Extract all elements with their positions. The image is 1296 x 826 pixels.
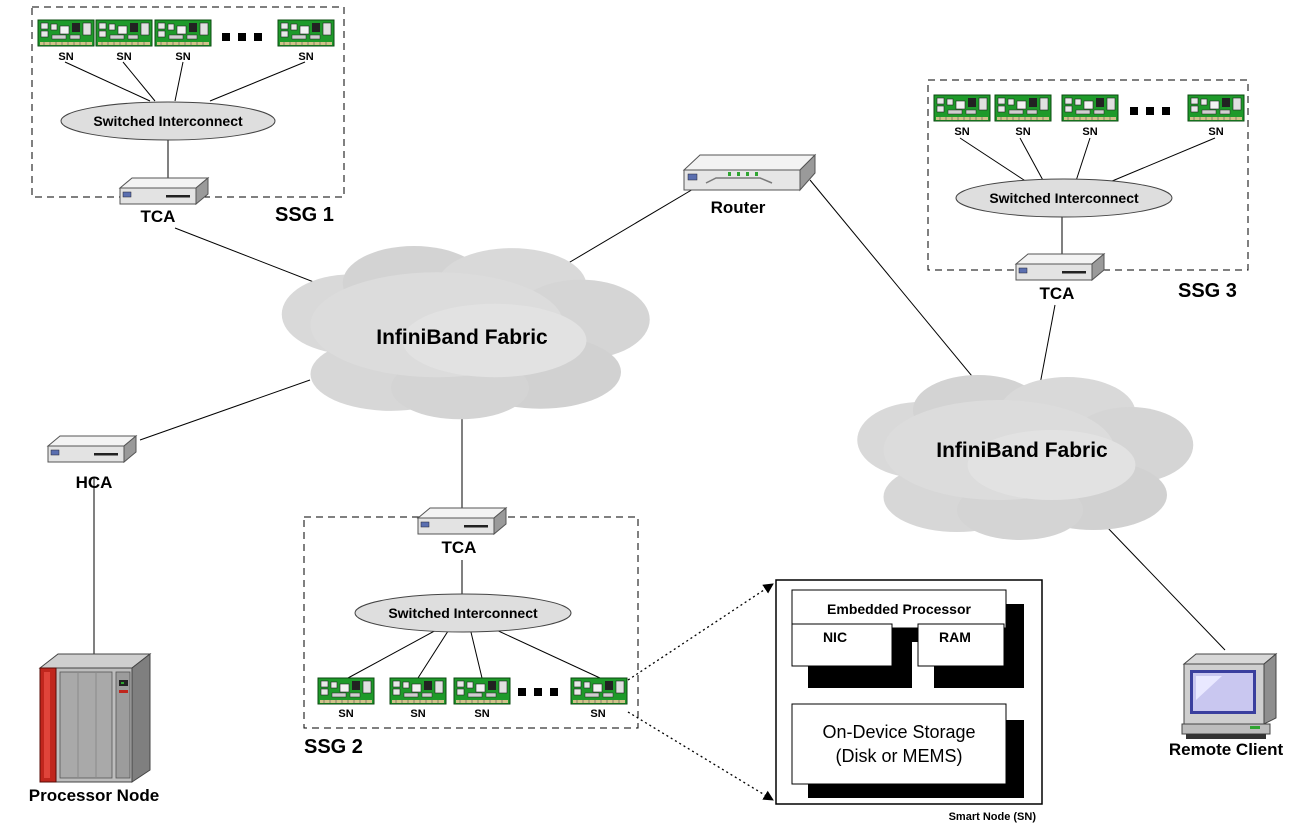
ssg1-storage-node-4 xyxy=(277,19,335,47)
tca3-label: TCA xyxy=(1040,284,1075,303)
ssg3-storage-node-1 xyxy=(933,94,991,122)
cloud-left-label: InfiniBand Fabric xyxy=(376,326,548,349)
ssg3-sn-label-2: SN xyxy=(1015,126,1030,138)
ssg3-group: SN SN SN SN Switched Interconnect TCA SS… xyxy=(927,79,1249,303)
ssg2-interconnect-label: Switched Interconnect xyxy=(388,605,538,621)
cloud-right-label: InfiniBand Fabric xyxy=(936,439,1108,462)
ssg3-storage-node-3 xyxy=(1061,94,1119,122)
ssg3-ellipsis xyxy=(1130,107,1170,115)
processor-node: Processor Node xyxy=(29,652,159,805)
ssg3-storage-node-2 xyxy=(994,94,1052,122)
router-label: Router xyxy=(711,198,766,217)
ssg1-switched-interconnect xyxy=(60,101,276,141)
remote-client: Remote Client xyxy=(1169,652,1284,759)
remote-client-label: Remote Client xyxy=(1169,740,1284,759)
storage-box xyxy=(791,703,1007,785)
ssg2-title: SSG 2 xyxy=(304,736,363,758)
embedded-processor-label: Embedded Processor xyxy=(827,601,971,617)
tca2-label: TCA xyxy=(442,538,477,557)
computer-icon xyxy=(1181,652,1278,739)
detail-arrow-lower xyxy=(627,711,774,801)
ssg3-title: SSG 3 xyxy=(1178,280,1237,302)
ssg1-storage-node-2 xyxy=(95,19,153,47)
ssg1-sn-label-4: SN xyxy=(298,51,313,63)
ssg1-border xyxy=(31,6,345,198)
nic-label: NIC xyxy=(823,629,847,645)
ssg1-title: SSG 1 xyxy=(275,204,334,226)
storage-label-line2: (Disk or MEMS) xyxy=(836,746,963,766)
ssg1-storage-node-3 xyxy=(154,19,212,47)
smart-node-detail: Embedded Processor NIC RAM On-Device Sto… xyxy=(775,579,1043,823)
ssg1-sn-label-3: SN xyxy=(175,51,190,63)
infiniband-fabric-cloud-left: InfiniBand Fabric xyxy=(281,246,650,420)
ram-box xyxy=(917,623,1005,667)
ssg3-border xyxy=(927,79,1249,271)
tca2-icon xyxy=(417,507,507,535)
ssg2-switched-interconnect xyxy=(354,593,572,633)
ssg3-sn-label-4: SN xyxy=(1208,126,1223,138)
ssg3-interconnect-label: Switched Interconnect xyxy=(989,190,1139,206)
ssg2-sn-label-4: SN xyxy=(590,708,605,720)
ssg1-interconnect-label: Switched Interconnect xyxy=(93,113,243,129)
hca-icon xyxy=(47,435,137,463)
ssg1-ellipsis xyxy=(222,33,262,41)
tca1-label: TCA xyxy=(141,207,176,226)
embedded-processor-box xyxy=(791,589,1007,629)
processor-node-label: Processor Node xyxy=(29,786,159,805)
ssg3-sn-label-1: SN xyxy=(954,126,969,138)
ssg2-sn-label-2: SN xyxy=(410,708,425,720)
nic-box xyxy=(791,623,893,667)
ssg3-storage-node-4 xyxy=(1187,94,1245,122)
server-icon xyxy=(38,652,152,783)
ssg2-border xyxy=(303,516,639,729)
detail-arrows xyxy=(627,583,774,801)
ssg2-storage-node-4 xyxy=(570,677,628,705)
connection-lines xyxy=(64,61,1226,679)
router: Router xyxy=(682,153,817,217)
ram-label: RAM xyxy=(939,629,971,645)
ssg2-sn-label-3: SN xyxy=(474,708,489,720)
ssg1-sn-label-2: SN xyxy=(116,51,131,63)
ssg2-group: TCA Switched Interconnect SN SN SN SN SS… xyxy=(303,507,639,758)
ssg1-sn-label-1: SN xyxy=(58,51,73,63)
hca: HCA xyxy=(47,435,137,492)
router-icon xyxy=(682,153,817,192)
ssg3-sn-label-3: SN xyxy=(1082,126,1097,138)
ssg2-sn-label-1: SN xyxy=(338,708,353,720)
smart-node-caption: Smart Node (SN) xyxy=(949,811,1037,823)
ssg2-storage-node-3 xyxy=(453,677,511,705)
tca3-icon xyxy=(1015,253,1105,281)
tca1-icon xyxy=(119,177,209,205)
ssg1-group: SN SN SN SN Switched Interconnect TCA SS… xyxy=(31,6,345,226)
ssg2-storage-node-1 xyxy=(317,677,375,705)
ssg2-storage-node-2 xyxy=(389,677,447,705)
hca-label: HCA xyxy=(76,473,113,492)
infiniband-fabric-cloud-right: InfiniBand Fabric xyxy=(857,375,1194,540)
ssg2-ellipsis xyxy=(518,688,558,696)
detail-arrow-upper xyxy=(627,583,774,681)
storage-label-line1: On-Device Storage xyxy=(822,722,975,742)
ssg1-storage-node-1 xyxy=(37,19,95,47)
ssg3-switched-interconnect xyxy=(955,178,1173,218)
